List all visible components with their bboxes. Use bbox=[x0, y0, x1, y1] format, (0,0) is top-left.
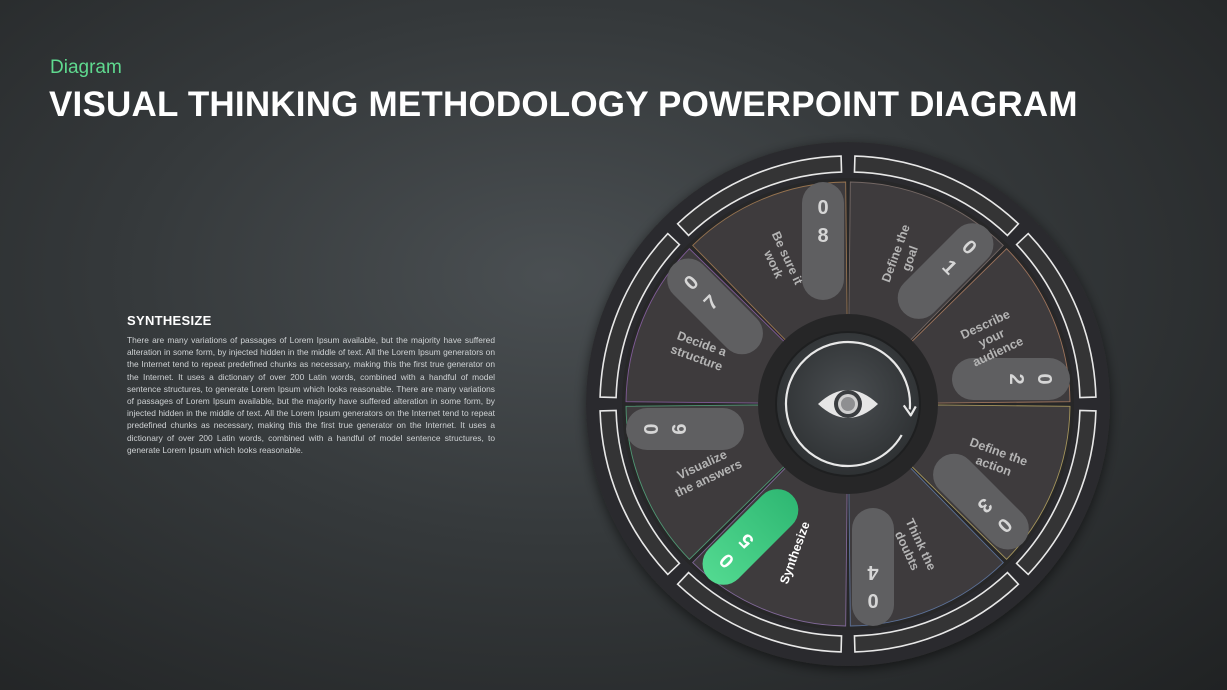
pill-tab-04: 04 bbox=[852, 508, 894, 626]
rim-segment bbox=[676, 155, 843, 237]
pill-tab-07: 07 bbox=[667, 258, 763, 355]
step-number-digit: 6 bbox=[669, 423, 691, 434]
step-number-digit: 8 bbox=[817, 225, 828, 247]
rim-segment bbox=[599, 232, 681, 399]
cycle-arrow bbox=[784, 340, 912, 468]
eye-icon bbox=[818, 390, 878, 418]
step-number-digit: 0 bbox=[817, 197, 828, 219]
step-number-digit: 0 bbox=[1033, 373, 1055, 384]
step-number-tab bbox=[802, 182, 844, 300]
pill-tab-03: 03 bbox=[933, 453, 1029, 550]
page-title: VISUAL THINKING METHODOLOGY POWERPOINT D… bbox=[49, 85, 1078, 124]
step-number-tab bbox=[852, 508, 894, 626]
step-number-tab bbox=[667, 258, 763, 355]
rim-segment bbox=[853, 155, 1020, 237]
step-number-tab bbox=[702, 489, 799, 585]
step-number-digit: 2 bbox=[1005, 373, 1027, 384]
rim-segment bbox=[1015, 409, 1097, 576]
step-number-digit: 4 bbox=[867, 561, 879, 583]
description-block: SYNTHESIZE There are many variations of … bbox=[127, 313, 495, 456]
rim-segment bbox=[676, 571, 843, 653]
section-heading: SYNTHESIZE bbox=[127, 313, 212, 328]
section-body: There are many variations of passages of… bbox=[127, 335, 495, 455]
step-number-digit: 0 bbox=[867, 589, 878, 611]
step-number-tab bbox=[952, 358, 1070, 400]
step-number-tab bbox=[933, 453, 1029, 550]
rim-segment bbox=[599, 409, 681, 576]
pill-tab-01: 01 bbox=[897, 223, 994, 319]
pill-tab-02: 02 bbox=[952, 358, 1070, 400]
pill-tab-05: 05 bbox=[702, 489, 799, 585]
step-number-digit: 0 bbox=[641, 423, 663, 434]
step-number-tab bbox=[897, 223, 994, 319]
pill-tab-08: 08 bbox=[802, 182, 844, 300]
rim-segment bbox=[1015, 232, 1097, 399]
cycle-arrow-head bbox=[902, 404, 917, 417]
step-number-tab bbox=[626, 408, 744, 450]
diagram-subtitle: Diagram bbox=[50, 57, 122, 78]
rim-segment bbox=[853, 571, 1020, 653]
